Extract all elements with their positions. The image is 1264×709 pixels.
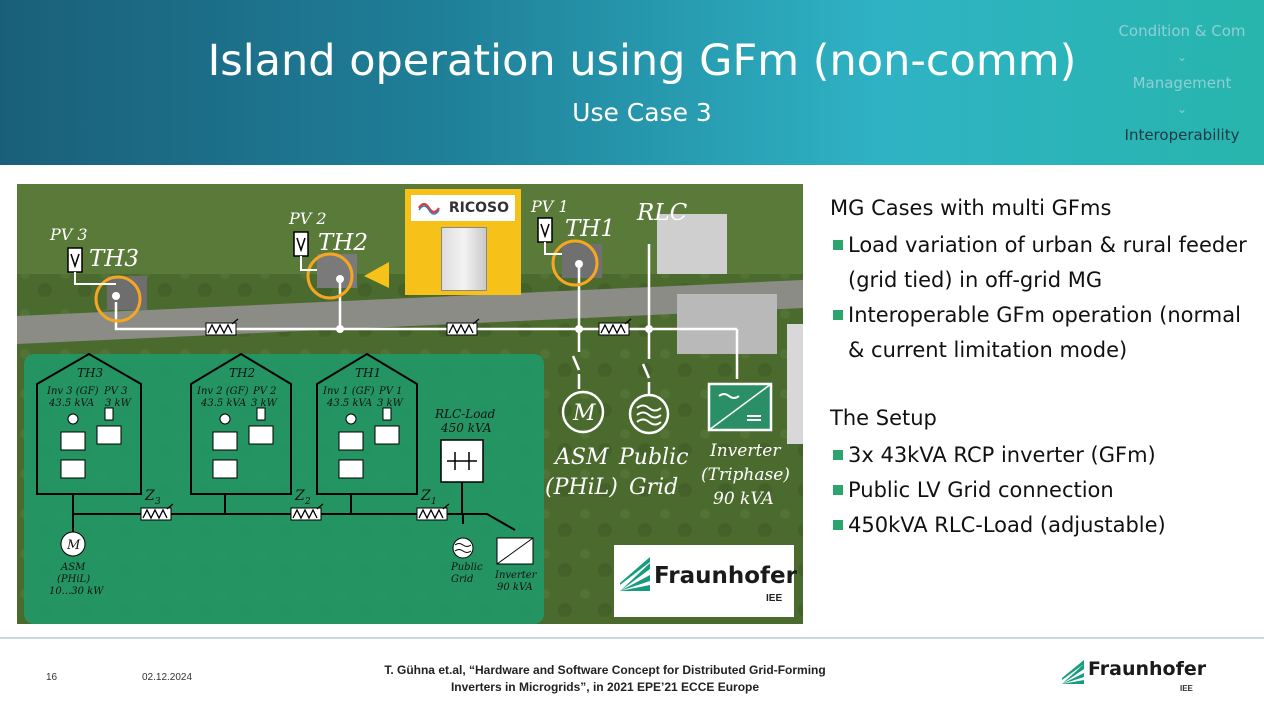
bullet-item: 450kVA RLC-Load (adjustable)	[830, 508, 1260, 543]
nav-item-management[interactable]: Management	[1132, 74, 1232, 92]
svg-text:Public: Public	[450, 562, 483, 573]
svg-text:RLC-Load: RLC-Load	[434, 407, 496, 421]
th1-highlight	[551, 239, 599, 287]
svg-text:43.5 kVA: 43.5 kVA	[200, 398, 246, 409]
schematic-overlay	[24, 354, 544, 624]
ricoso-wave-icon	[418, 202, 440, 215]
th2-label: TH2	[318, 230, 368, 256]
bullet-item: Public LV Grid connection	[830, 473, 1260, 508]
inverter-kva-label: 90 kVA	[713, 489, 774, 509]
grid-label: Grid	[629, 475, 678, 500]
header-banner: Island operation using GFm (non-comm) Us…	[0, 0, 1264, 165]
slide-date: 02.12.2024	[142, 672, 193, 683]
chevron-down-icon: ⌄	[1176, 50, 1188, 64]
svg-text:PV 3: PV 3	[103, 386, 128, 397]
th3-highlight	[94, 275, 142, 323]
svg-text:3 kW: 3 kW	[251, 398, 278, 409]
microgrid-diagram: PV 3 TH3 PV 2 TH2 PV 1 TH1 RLC M ASM (PH…	[17, 184, 803, 624]
fraunhofer-mark-icon	[620, 557, 650, 591]
svg-text:3 kW: 3 kW	[377, 398, 404, 409]
slide-subtitle: Use Case 3	[572, 98, 712, 127]
inverter-type-label: (Triphase)	[701, 465, 790, 485]
nav-item-interoperability[interactable]: Interoperability	[1124, 126, 1240, 144]
svg-text:3 kW: 3 kW	[105, 398, 132, 409]
svg-text:90 kVA: 90 kVA	[497, 582, 533, 593]
section-nav: Condition & Com ⌄ Management ⌄ Interoper…	[1100, 18, 1264, 149]
svg-text:1: 1	[431, 497, 437, 507]
bullet-item: 3x 43kVA RCP inverter (GFm)	[830, 438, 1260, 473]
schematic-house-th3: TH3 Inv 3 (GF) 43.5 kVA PV 3 3 kW	[36, 352, 142, 495]
asm-phil-label: (PHiL)	[545, 475, 618, 500]
public-grid-label: Public	[618, 445, 688, 470]
schematic-house-th2: TH2 Inv 2 (GF) 43.5 kVA PV 2 3 kW	[190, 352, 292, 495]
svg-text:Z: Z	[294, 488, 305, 504]
svg-text:Z: Z	[420, 488, 431, 504]
svg-text:10...30 kW: 10...30 kW	[49, 586, 104, 597]
pv3-label: PV 3	[49, 225, 88, 244]
schematic-grid-icon	[452, 537, 474, 559]
chevron-down-icon: ⌄	[1176, 102, 1188, 116]
svg-text:450 kVA: 450 kVA	[440, 421, 492, 435]
svg-text:ASM: ASM	[60, 562, 86, 573]
rlc-label: RLC	[636, 200, 688, 226]
bullet-list: MG Cases with multi GFms Load variation …	[830, 193, 1260, 543]
th2-highlight	[306, 252, 354, 300]
svg-text:M: M	[66, 538, 81, 553]
page-number: 16	[46, 672, 58, 683]
nav-item-condition[interactable]: Condition & Com	[1118, 22, 1246, 40]
svg-text:2: 2	[304, 497, 311, 507]
section-heading-setup: The Setup	[830, 406, 937, 430]
schematic-motor-icon	[60, 531, 86, 557]
svg-text:43.5 kVA: 43.5 kVA	[326, 398, 372, 409]
svg-text:PV 2: PV 2	[252, 386, 277, 397]
svg-text:(PHiL): (PHiL)	[57, 574, 90, 585]
fraunhofer-logo-diagram: Fraunhofer IEE	[614, 545, 797, 617]
ricoso-logo: RICOSO	[411, 195, 515, 221]
svg-text:Inv 1 (GF): Inv 1 (GF)	[322, 386, 375, 397]
svg-text:Z: Z	[144, 488, 155, 504]
footer-divider	[0, 637, 1264, 639]
svg-text:TH2: TH2	[229, 366, 255, 380]
svg-text:PV 1: PV 1	[378, 386, 403, 397]
pv1-label: PV 1	[530, 197, 569, 216]
fraunhofer-logo-footer: Fraunhofer IEE	[1062, 656, 1212, 696]
inverter-label: Inverter	[709, 441, 781, 461]
th1-label: TH1	[565, 216, 615, 242]
section-heading-mg-cases: MG Cases with multi GFms	[830, 196, 1112, 220]
svg-text:43.5 kVA: 43.5 kVA	[48, 398, 94, 409]
svg-text:TH3: TH3	[77, 366, 103, 380]
svg-text:Inv 2 (GF): Inv 2 (GF)	[196, 386, 249, 397]
asm-label: ASM	[553, 445, 609, 470]
fraunhofer-mark-icon	[1062, 660, 1084, 684]
citation: T. Gühna et.al, “Hardware and Software C…	[384, 663, 826, 694]
bullet-item: Load variation of urban & rural feeder (…	[830, 228, 1260, 298]
svg-text:Grid: Grid	[451, 574, 473, 585]
ricoso-cabinet-image	[441, 227, 487, 291]
bullet-item: Interoperable GFm operation (normal & cu…	[830, 298, 1260, 368]
schematic-house-th1: TH1 Inv 1 (GF) 43.5 kVA PV 1 3 kW	[316, 352, 418, 495]
svg-text:Inv 3 (GF): Inv 3 (GF)	[46, 386, 99, 397]
svg-text:3: 3	[155, 497, 161, 507]
th3-label: TH3	[89, 246, 139, 272]
public-grid-icon	[628, 393, 670, 435]
pv2-label: PV 2	[288, 209, 327, 228]
asm-motor-icon	[561, 390, 605, 434]
slide-title: Island operation using GFm (non-comm)	[207, 36, 1077, 86]
svg-text:Inverter: Inverter	[494, 570, 538, 581]
ricoso-callout: RICOSO	[405, 189, 521, 295]
svg-text:TH1: TH1	[355, 366, 381, 380]
svg-text:M: M	[572, 401, 596, 426]
